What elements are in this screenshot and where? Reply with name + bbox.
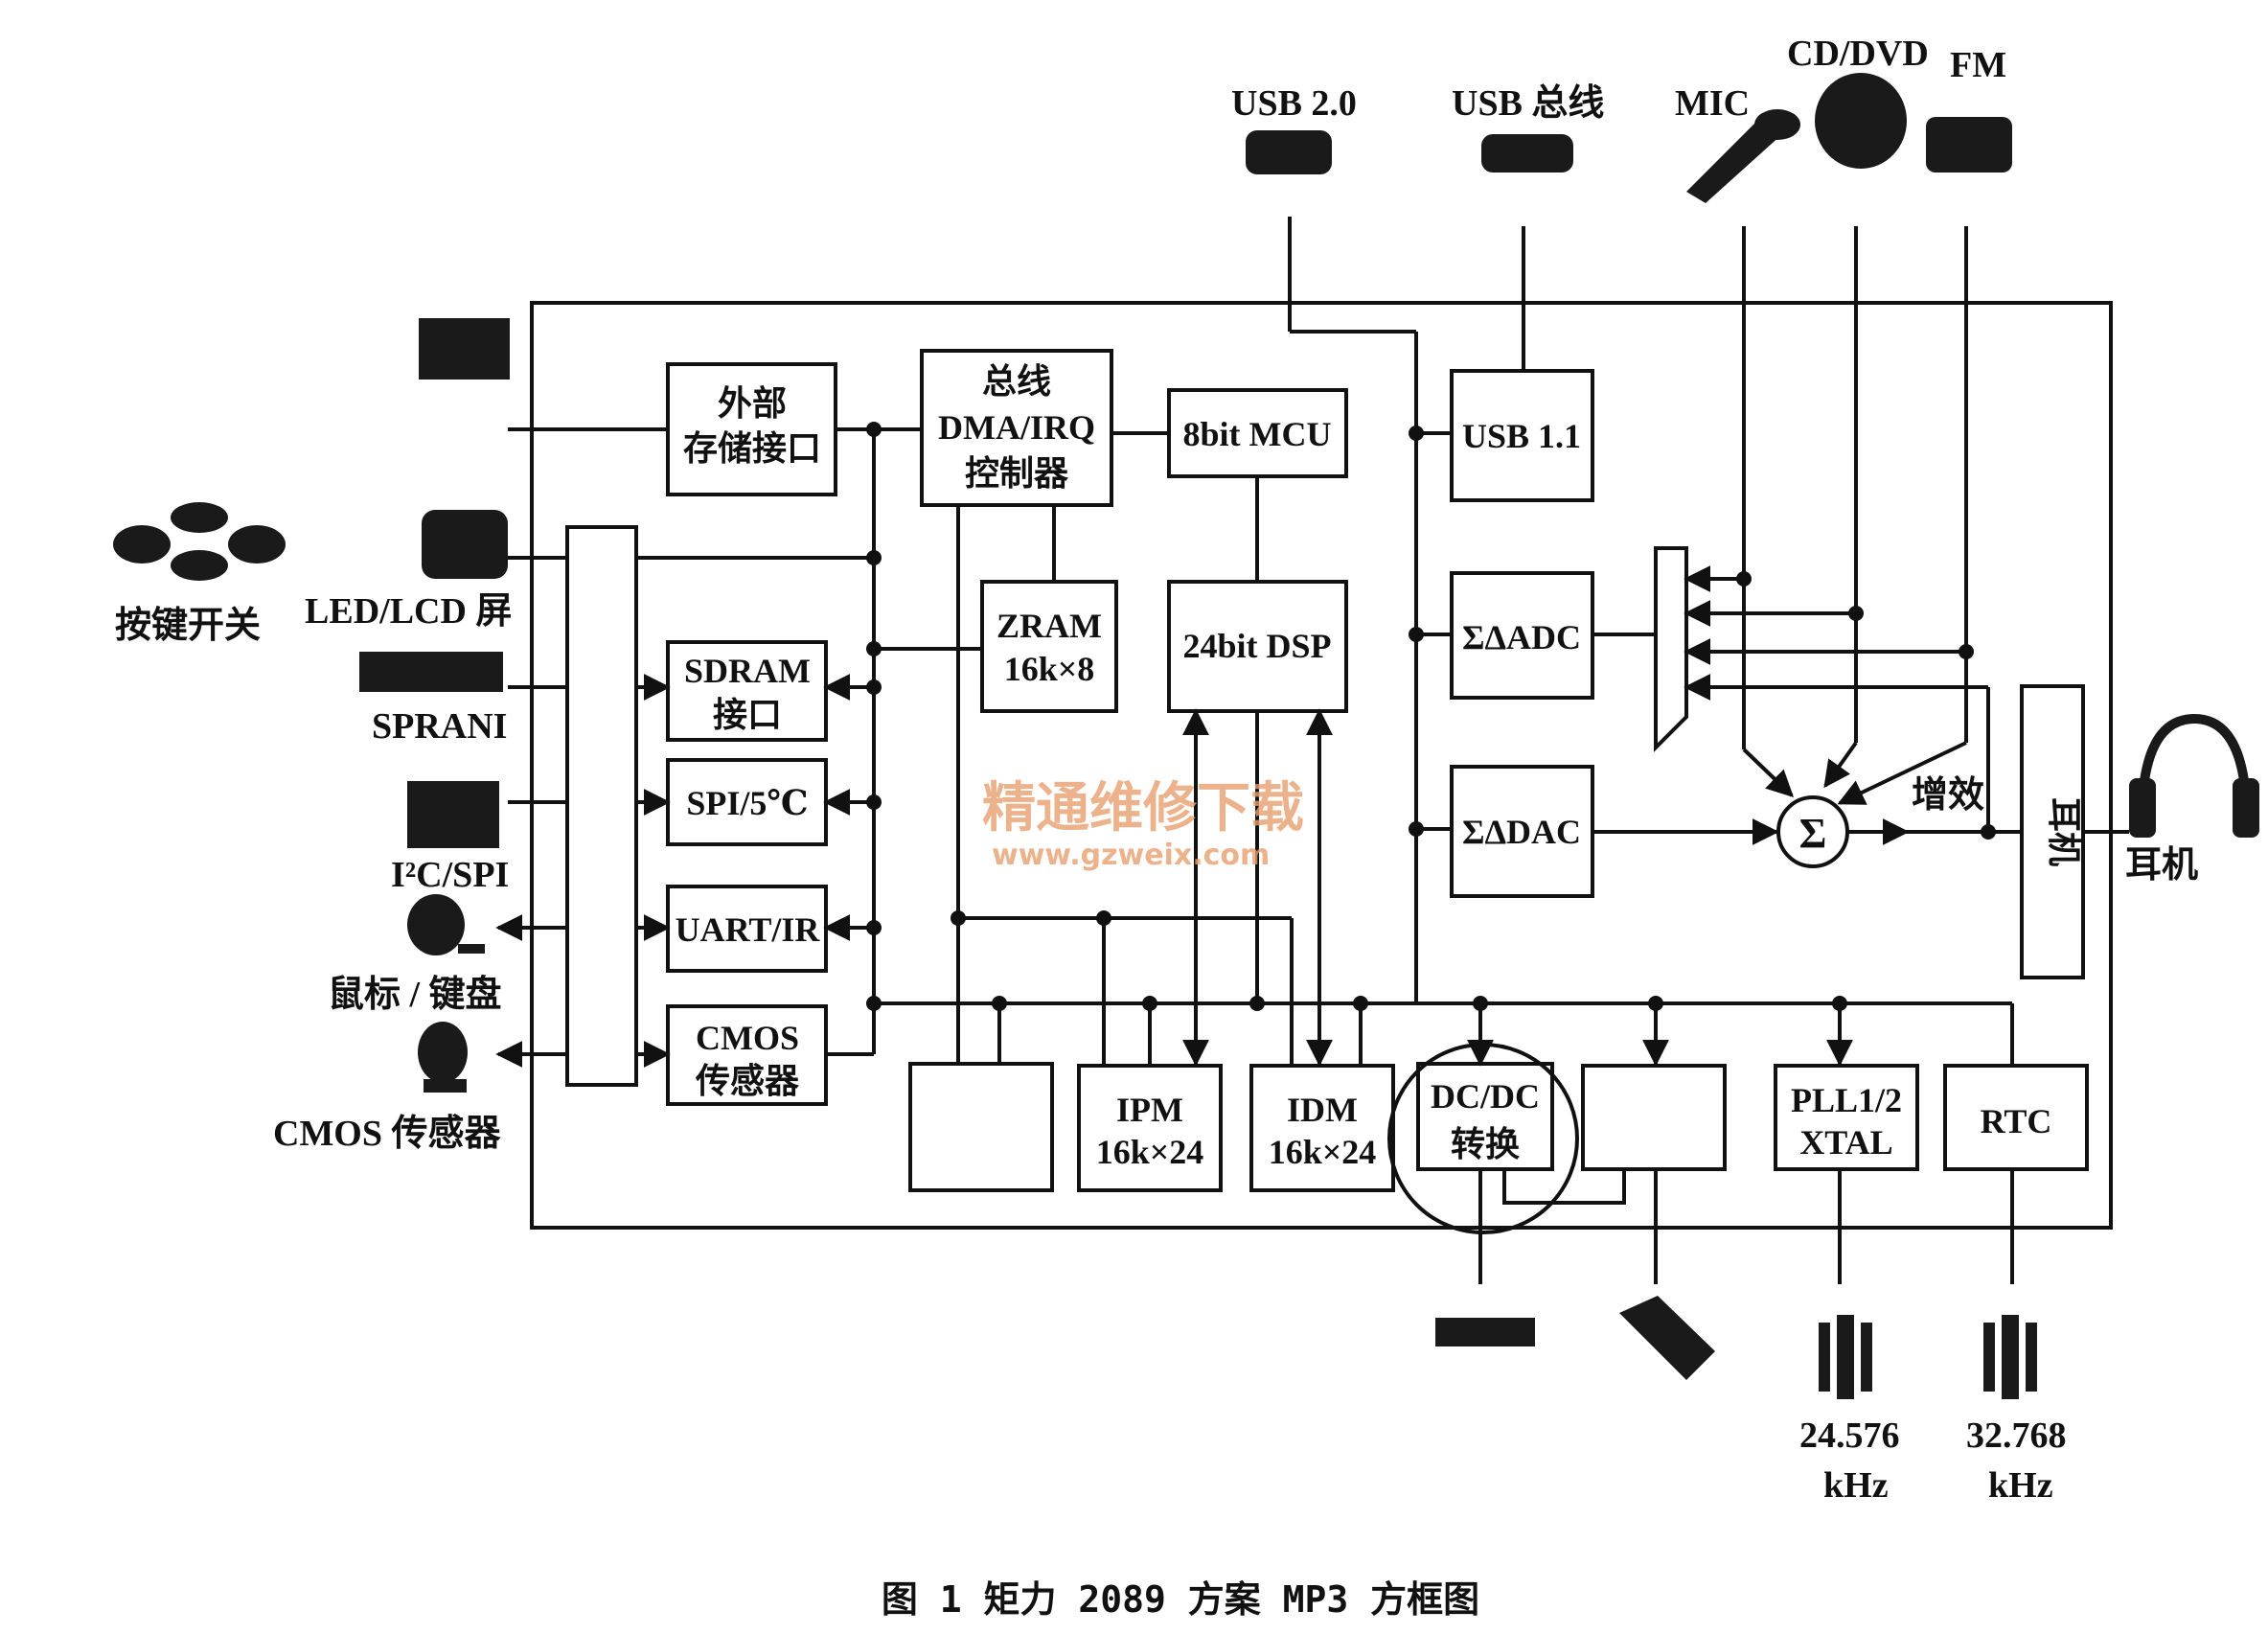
junctions <box>866 422 1996 1011</box>
zram-label-1: ZRAM <box>997 607 1102 645</box>
microphone-icon <box>1686 115 1782 203</box>
usb20-label: USB 2.0 <box>1231 83 1357 124</box>
pll-label-2: XTAL <box>1799 1123 1892 1162</box>
headphone-right-cup <box>2233 778 2259 838</box>
chip-border <box>530 301 2113 1230</box>
earphone-amp-label: 耳机 <box>2045 797 2083 866</box>
cddvd-label: CD/DVD <box>1787 34 1929 74</box>
watermark-url: www.gzweix.com <box>992 839 1270 872</box>
ext-mem-label-2: 存储接口 <box>683 429 821 468</box>
block-zram <box>980 580 1118 713</box>
dma-label-3: 控制器 <box>965 454 1069 493</box>
cmos-label: CMOS 传感器 <box>273 1114 502 1154</box>
i2c-label: I²C/SPI <box>391 855 509 895</box>
sdram-label-2: 接口 <box>713 696 782 734</box>
pll-label-1: PLL1/2 <box>1791 1081 1902 1119</box>
crystal-24576-icon <box>1819 1315 1872 1399</box>
block-idm <box>1249 1064 1395 1192</box>
dac-label: ΣΔDAC <box>1462 813 1581 851</box>
idm-label-2: 16k×24 <box>1269 1133 1377 1171</box>
block-rtc <box>1943 1064 2089 1171</box>
block-ext-mem <box>666 362 837 496</box>
xtal2-unit: kHz <box>1988 1465 2053 1506</box>
gain-label: 增效 <box>1912 775 1984 816</box>
fm-label: FM <box>1950 45 2006 85</box>
figure-caption: 图 1 矩力 2089 方案 MP3 方框图 <box>882 1578 1479 1621</box>
mic-label: MIC <box>1675 83 1750 124</box>
mouse-label: 鼠标 / 键盘 <box>328 974 502 1015</box>
external-devices <box>113 73 2259 1399</box>
dsp-label: 24bit DSP <box>1182 627 1331 665</box>
block-adc <box>1450 571 1594 700</box>
dcdc-label-2: 转换 <box>1451 1125 1520 1163</box>
sprani-chip-icon <box>359 652 503 692</box>
ipm-label-1: IPM <box>1116 1091 1183 1129</box>
dcdc-label-1: DC/DC <box>1431 1077 1540 1116</box>
watermark-title: 精通维修下载 <box>982 777 1304 840</box>
usb20-connector-icon <box>1246 130 1332 174</box>
block-dsp <box>1167 580 1348 713</box>
memory-card-icon <box>419 318 510 380</box>
adc-label: ΣΔADC <box>1462 618 1581 656</box>
ledlcd-label: LED/LCD 屏 <box>305 591 512 632</box>
sprani-label: SPRANI <box>372 706 507 747</box>
block-uart <box>666 885 828 973</box>
lcd-screen-icon <box>422 510 508 579</box>
keys-label: 按键开关 <box>115 606 261 646</box>
block-mcu <box>1167 388 1348 478</box>
sigma-label: Σ <box>1799 810 1827 857</box>
xtal2-value: 32.768 <box>1966 1415 2067 1456</box>
xtal1-unit: kHz <box>1823 1465 1889 1506</box>
block-pll <box>1774 1064 1919 1171</box>
usb-bus-connector-icon <box>1481 134 1573 173</box>
uart-label: UART/IR <box>676 910 821 949</box>
block-spi <box>666 758 828 846</box>
camera-icon <box>418 1022 468 1093</box>
earphone-label: 耳机 <box>2125 845 2198 886</box>
cmos-if-label-2: 传感器 <box>695 1062 800 1100</box>
mouse-icon <box>407 894 485 955</box>
block-usb11 <box>1450 369 1594 502</box>
block-cmos-if <box>666 1004 828 1106</box>
headphone-icon <box>2137 713 2252 825</box>
block-dac <box>1450 765 1594 898</box>
dma-label-2: DMA/IRQ <box>938 408 1095 447</box>
cddvd-disc-icon <box>1815 73 1907 169</box>
headphone-left-cup <box>2129 778 2156 838</box>
cmos-if-label-1: CMOS <box>696 1019 799 1057</box>
fm-radio-icon <box>1926 117 2012 173</box>
spi-label: SPI/5℃ <box>686 784 808 822</box>
block-dma <box>920 349 1113 507</box>
idm-label-1: IDM <box>1287 1091 1358 1129</box>
block-sdram <box>666 640 828 742</box>
mcu-label: 8bit MCU <box>1183 415 1332 453</box>
ext-mem-label-1: 外部 <box>718 384 787 423</box>
key-switch-icon <box>113 502 286 581</box>
block-dcdc <box>1416 1062 1554 1171</box>
battery-icon <box>1435 1318 1535 1346</box>
block-blank <box>908 1062 1054 1192</box>
block-ipm <box>1077 1064 1223 1192</box>
sdram-label-1: SDRAM <box>684 652 811 690</box>
block-aux <box>1581 1064 1727 1171</box>
usb11-label: USB 1.1 <box>1462 417 1581 455</box>
usb-bus-label: USB 总线 <box>1452 83 1604 124</box>
plug-icon <box>1619 1296 1715 1380</box>
crystal-32768-icon <box>1983 1315 2037 1399</box>
i2c-chip-icon <box>407 781 499 848</box>
zram-label-2: 16k×8 <box>1004 650 1095 688</box>
dma-label-1: 总线 <box>982 362 1051 401</box>
ipm-label-2: 16k×24 <box>1096 1133 1204 1171</box>
rtc-label: RTC <box>1981 1102 2052 1140</box>
xtal1-value: 24.576 <box>1799 1415 1900 1456</box>
